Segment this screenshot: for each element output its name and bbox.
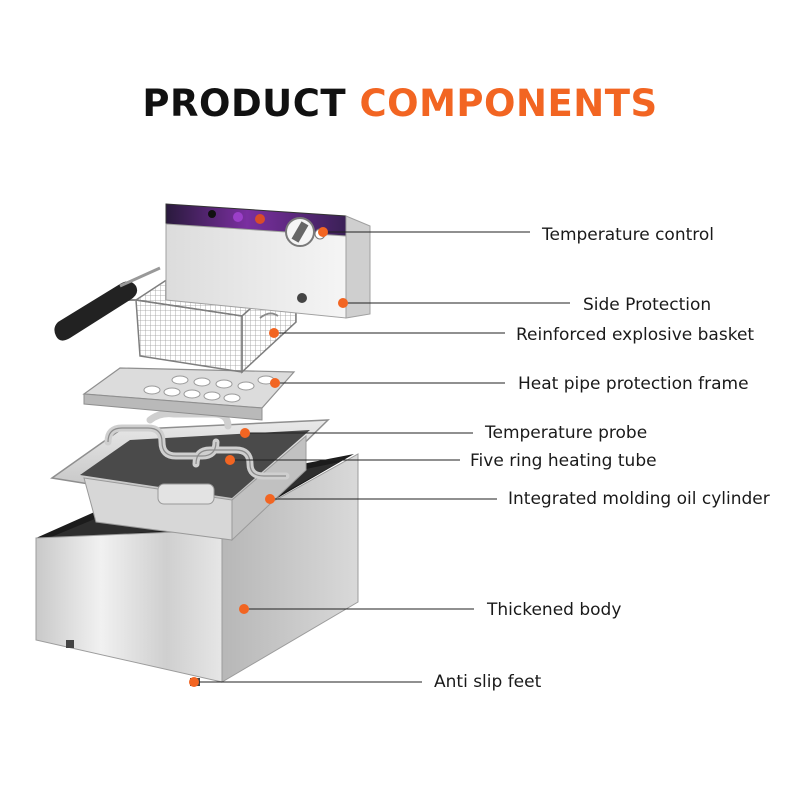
marker-temperature-probe	[240, 428, 250, 438]
basket-handle	[54, 266, 161, 341]
heat-pipe-frame	[82, 367, 296, 421]
label-feet: Anti slip feet	[434, 672, 542, 692]
page-title: PRODUCT COMPONENTS	[0, 82, 800, 125]
label-heating-tube: Five ring heating tube	[470, 451, 657, 471]
callout-markers	[189, 227, 348, 687]
callouts	[196, 231, 570, 683]
control-head	[165, 203, 371, 319]
marker-body	[239, 604, 249, 614]
label-temperature-control: Temperature control	[542, 225, 715, 245]
label-heat-pipe-frame: Heat pipe protection frame	[518, 374, 749, 394]
label-oil-cylinder: Integrated molding oil cylinder	[508, 489, 770, 509]
marker-feet	[189, 677, 199, 687]
marker-heating-tube	[225, 455, 235, 465]
marker-basket	[269, 328, 279, 338]
label-basket: Reinforced explosive basket	[516, 325, 755, 345]
marker-temperature-control	[318, 227, 328, 237]
marker-oil-cylinder	[265, 494, 275, 504]
title-part-2: COMPONENTS	[359, 82, 658, 125]
marker-heat-pipe-frame	[270, 378, 280, 388]
marker-side-protection	[338, 298, 348, 308]
label-temperature-probe: Temperature probe	[485, 423, 648, 443]
title-part-1: PRODUCT	[142, 82, 347, 125]
label-body: Thickened body	[487, 600, 622, 620]
label-side-protection: Side Protection	[583, 295, 712, 315]
